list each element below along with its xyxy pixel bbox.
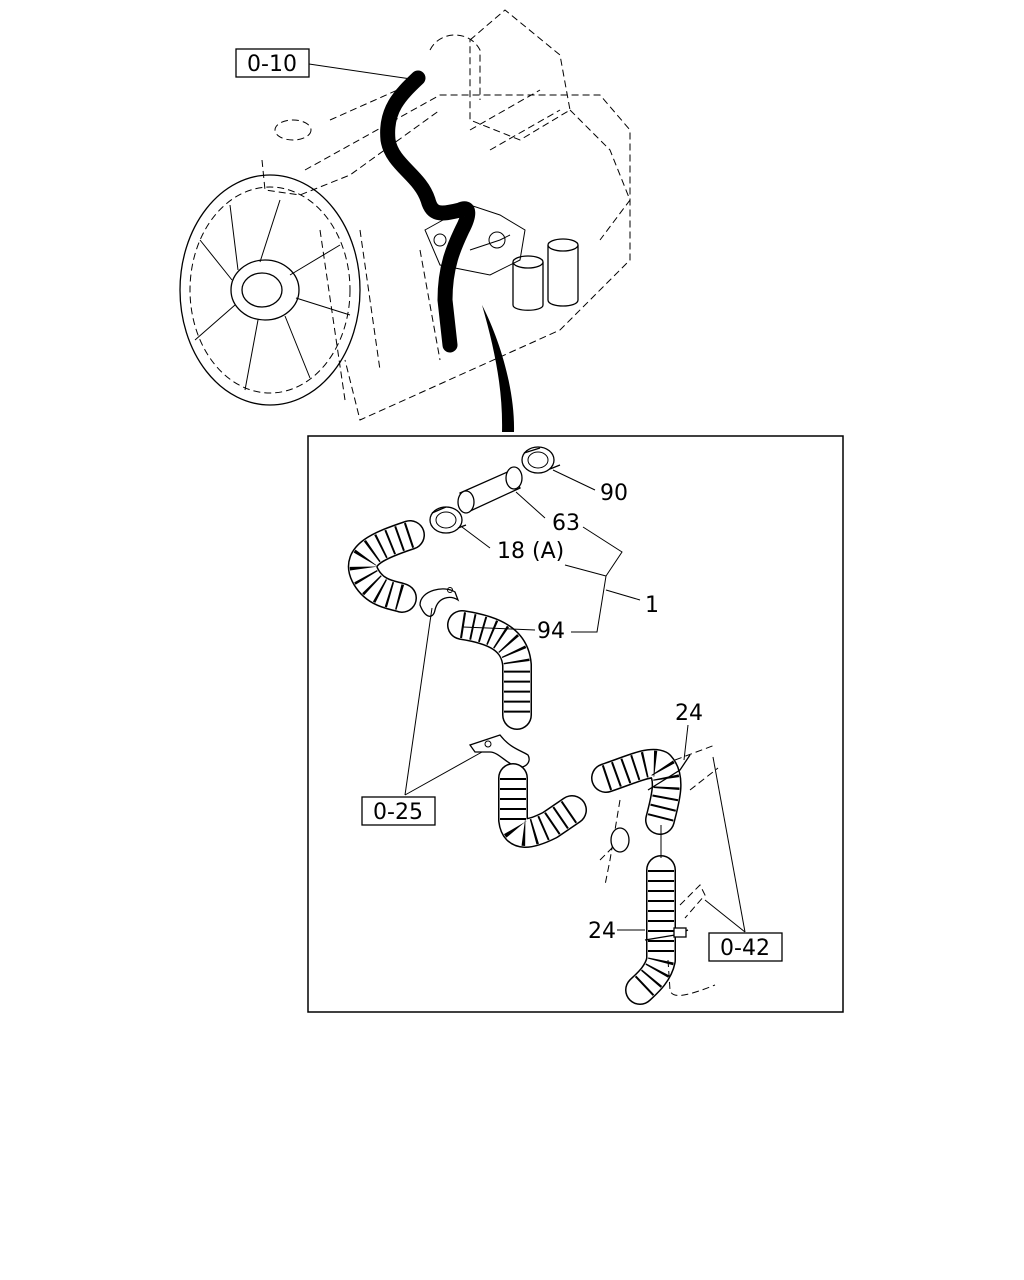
ref-box-harness — [708, 932, 783, 962]
label-24-upper: 24 — [675, 701, 703, 726]
label-24-lower: 24 — [588, 919, 616, 944]
detail-box — [307, 435, 844, 1013]
label-63: 63 — [552, 511, 580, 536]
engine-illustration — [179, 9, 631, 432]
label-94: 94 — [537, 619, 565, 644]
label-1: 1 — [645, 593, 659, 618]
ref-harness-label: 0-42 — [720, 936, 770, 961]
label-18a: 18 (A) — [497, 539, 564, 564]
bracket-plate-shape — [468, 734, 530, 768]
ref-clamp-label: 0-25 — [373, 800, 423, 825]
label-90: 90 — [600, 481, 628, 506]
ref-top-label: 0-10 — [247, 52, 297, 77]
clamp-18a-shape — [429, 506, 467, 534]
ref-box-top — [235, 48, 310, 78]
leader-lines — [404, 469, 746, 933]
ref-box-clamp — [361, 796, 436, 826]
clamp-90-shape — [521, 446, 561, 474]
bracket-94-shape — [419, 587, 460, 617]
sleeve-63-shape — [457, 466, 523, 514]
detail-parts — [347, 446, 719, 1005]
